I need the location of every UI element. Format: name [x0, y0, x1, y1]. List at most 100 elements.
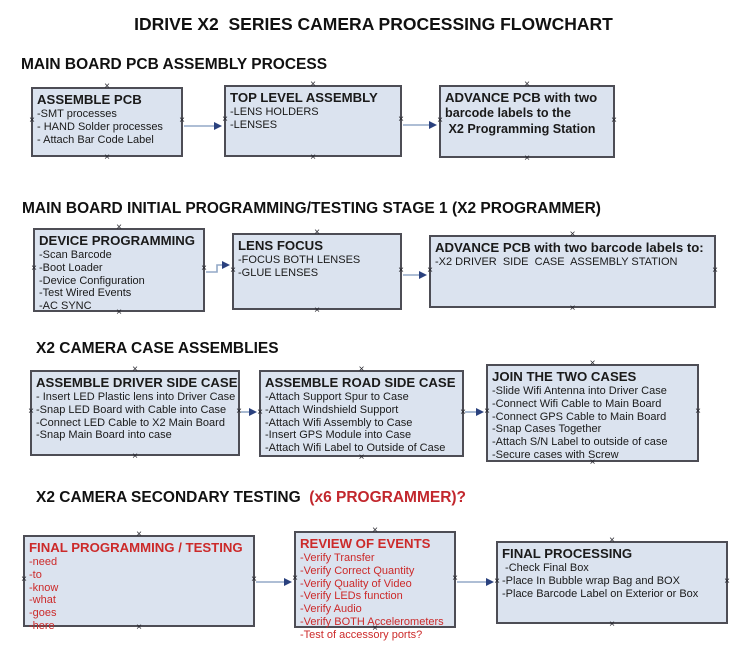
box-item: -Slide Wifi Antenna into Driver Case	[492, 385, 667, 397]
flowchart-box-advance-pcb-programming-station[interactable]: ADVANCE PCB with two barcode labels to t…	[439, 85, 615, 158]
box-item: -Snap Cases Together	[492, 423, 602, 436]
box-item: -LENS HOLDERS	[230, 106, 319, 118]
connection-handle-icon	[290, 574, 300, 584]
box-item: -AC SYNC	[39, 300, 92, 313]
connection-handle-icon	[396, 266, 406, 276]
connection-handle-icon	[228, 266, 238, 276]
box-item: -Attach Wifi Label to Outside of Case	[265, 442, 446, 455]
box-item: -here	[29, 619, 55, 632]
box-item: -Test Wired Events	[39, 287, 132, 300]
box-items: -Slide Wifi Antenna into Driver Case-Con…	[492, 385, 692, 462]
box-item: -X2 DRIVER SIDE CASE ASSEMBLY STATION	[435, 256, 678, 268]
flowchart-box-lens-focus[interactable]: LENS FOCUS -FOCUS BOTH LENSES-GLUE LENSE…	[232, 233, 402, 310]
box-title: REVIEW OF EVENTS	[300, 536, 431, 551]
connection-handle-icon	[458, 408, 468, 418]
flowchart-box-top-level-assembly[interactable]: TOP LEVEL ASSEMBLY -LENS HOLDERS-LENSES	[224, 85, 402, 157]
box-item: -FOCUS BOTH LENSES	[238, 254, 361, 266]
connection-handle-icon	[134, 530, 144, 540]
box-items: -SMT processes- HAND Solder processes- A…	[37, 108, 176, 146]
box-item: -GLUE LENSES	[238, 266, 319, 279]
connection-handle-icon	[370, 624, 380, 634]
box-item: -Connect GPS Cable to Main Board	[492, 410, 667, 423]
box-title: ADVANCE PCB with two barcode labels to:	[435, 240, 704, 255]
connector-device-programming-to-lens-focus[interactable]	[206, 261, 230, 273]
box-item: -Place Barcode Label on Exterior or Box	[502, 587, 699, 600]
connection-handle-icon	[722, 577, 732, 587]
flowchart-box-review-of-events[interactable]: REVIEW OF EVENTS -Verify Transfer-Verify…	[294, 531, 456, 641]
box-items: -Scan Barcode-Boot Loader-Device Configu…	[39, 249, 198, 313]
connector-lens-focus-to-advance-pcb[interactable]	[403, 271, 427, 279]
connection-handle-icon	[607, 536, 617, 546]
flowchart-box-assemble-pcb[interactable]: ASSEMBLE PCB -SMT processes- HAND Solder…	[31, 87, 183, 157]
box-title: TOP LEVEL ASSEMBLY	[230, 90, 378, 105]
box-item: -Boot Loader	[39, 261, 103, 274]
connection-handle-icon	[29, 264, 39, 274]
connection-handle-icon	[27, 116, 37, 126]
connection-handle-icon	[255, 408, 265, 418]
section-heading-pcb-assembly: MAIN BOARD PCB ASSEMBLY PROCESS	[21, 56, 328, 73]
connector-assemble-pcb-to-top-level[interactable]	[184, 122, 222, 130]
box-item: -Verify LEDs function	[300, 590, 403, 603]
box-item: -Verify Transfer	[300, 552, 375, 564]
box-item: -Place In Bubble wrap Bag and BOX	[502, 574, 680, 587]
connection-handle-icon	[249, 575, 259, 585]
section-heading-initial-programming: MAIN BOARD INITIAL PROGRAMMING/TESTING S…	[22, 200, 601, 217]
flowchart-box-assemble-driver-side-case[interactable]: ASSEMBLE DRIVER SIDE CASE - Insert LED P…	[30, 370, 240, 456]
connection-handle-icon	[492, 577, 502, 587]
connection-handle-icon	[357, 365, 367, 375]
box-item: -Secure cases with Screw	[492, 448, 619, 461]
connection-handle-icon	[522, 80, 532, 90]
box-items: -Check Final Box-Place In Bubble wrap Ba…	[502, 562, 721, 600]
connection-handle-icon	[234, 407, 244, 417]
box-item: -Connect Wifi Cable to Main Board	[492, 397, 662, 410]
connector-final-programming-to-review[interactable]	[256, 578, 292, 586]
connection-handle-icon	[357, 453, 367, 463]
box-title: JOIN THE TWO CASES	[492, 369, 637, 384]
box-item: -know	[29, 581, 59, 594]
box-item: -Verify Correct Quantity	[300, 564, 415, 577]
flowchart-box-device-programming[interactable]: DEVICE PROGRAMMING -Scan Barcode-Boot Lo…	[33, 228, 205, 312]
connection-handle-icon	[312, 228, 322, 238]
connection-handle-icon	[588, 359, 598, 369]
flowchart-box-assemble-road-side-case[interactable]: ASSEMBLE ROAD SIDE CASE -Attach Support …	[259, 370, 464, 457]
box-item: -SMT processes	[37, 108, 117, 120]
connection-handle-icon	[568, 304, 578, 314]
connector-top-level-to-advance-pcb[interactable]	[403, 121, 437, 129]
flowchart-box-advance-pcb-driver-side[interactable]: ADVANCE PCB with two barcode labels to: …	[429, 235, 716, 308]
box-item: -Attach S/N Label to outside of case	[492, 436, 668, 449]
connector-review-to-final-processing[interactable]	[457, 578, 494, 586]
box-item: -Verify BOTH Accelerometers	[300, 615, 444, 628]
connection-handle-icon	[609, 116, 619, 126]
box-item: -Test of accessory ports?	[300, 628, 423, 641]
box-title: ASSEMBLE PCB	[37, 92, 142, 107]
box-items: -LENS HOLDERS-LENSES	[230, 106, 395, 132]
box-item: X2 Programming Station	[445, 121, 596, 136]
box-title: ADVANCE PCB with two	[445, 90, 598, 105]
connection-handle-icon	[102, 82, 112, 92]
connection-handle-icon	[114, 308, 124, 318]
box-item: -Scan Barcode	[39, 249, 112, 261]
connection-handle-icon	[130, 365, 140, 375]
box-item: -goes	[29, 607, 57, 620]
box-item: -Verify Quality of Video	[300, 577, 412, 590]
flowchart-box-final-processing[interactable]: FINAL PROCESSING -Check Final Box-Place …	[496, 541, 728, 624]
section-heading-case-assemblies: X2 CAMERA CASE ASSEMBLIES	[36, 340, 279, 357]
box-items: -Attach Support Spur to Case-Attach Wind…	[265, 391, 457, 455]
flowchart-box-join-the-two-cases[interactable]: JOIN THE TWO CASES -Slide Wifi Antenna i…	[486, 364, 699, 462]
box-item: -Device Configuration	[39, 274, 145, 287]
box-item: -Insert GPS Module into Case	[265, 429, 412, 442]
connection-handle-icon	[19, 575, 29, 585]
box-title: ASSEMBLE ROAD SIDE CASE	[265, 375, 456, 390]
box-item: barcode labels to the	[445, 106, 571, 120]
flowchart-box-final-programming-testing[interactable]: FINAL PROGRAMMING / TESTING -need-to-kno…	[23, 535, 255, 632]
box-title: ASSEMBLE DRIVER SIDE CASE	[36, 375, 238, 390]
box-items: barcode labels to the X2 Programming Sta…	[445, 106, 608, 137]
box-items: -FOCUS BOTH LENSES-GLUE LENSES	[238, 254, 395, 280]
box-item: -Attach Wifi Assembly to Case	[265, 416, 413, 429]
connection-handle-icon	[177, 116, 187, 126]
box-title: LENS FOCUS	[238, 238, 323, 253]
connection-handle-icon	[450, 574, 460, 584]
box-items: -Verify Transfer-Verify Correct Quantity…	[300, 552, 449, 642]
box-items: - Insert LED Plastic lens into Driver Ca…	[36, 391, 235, 442]
